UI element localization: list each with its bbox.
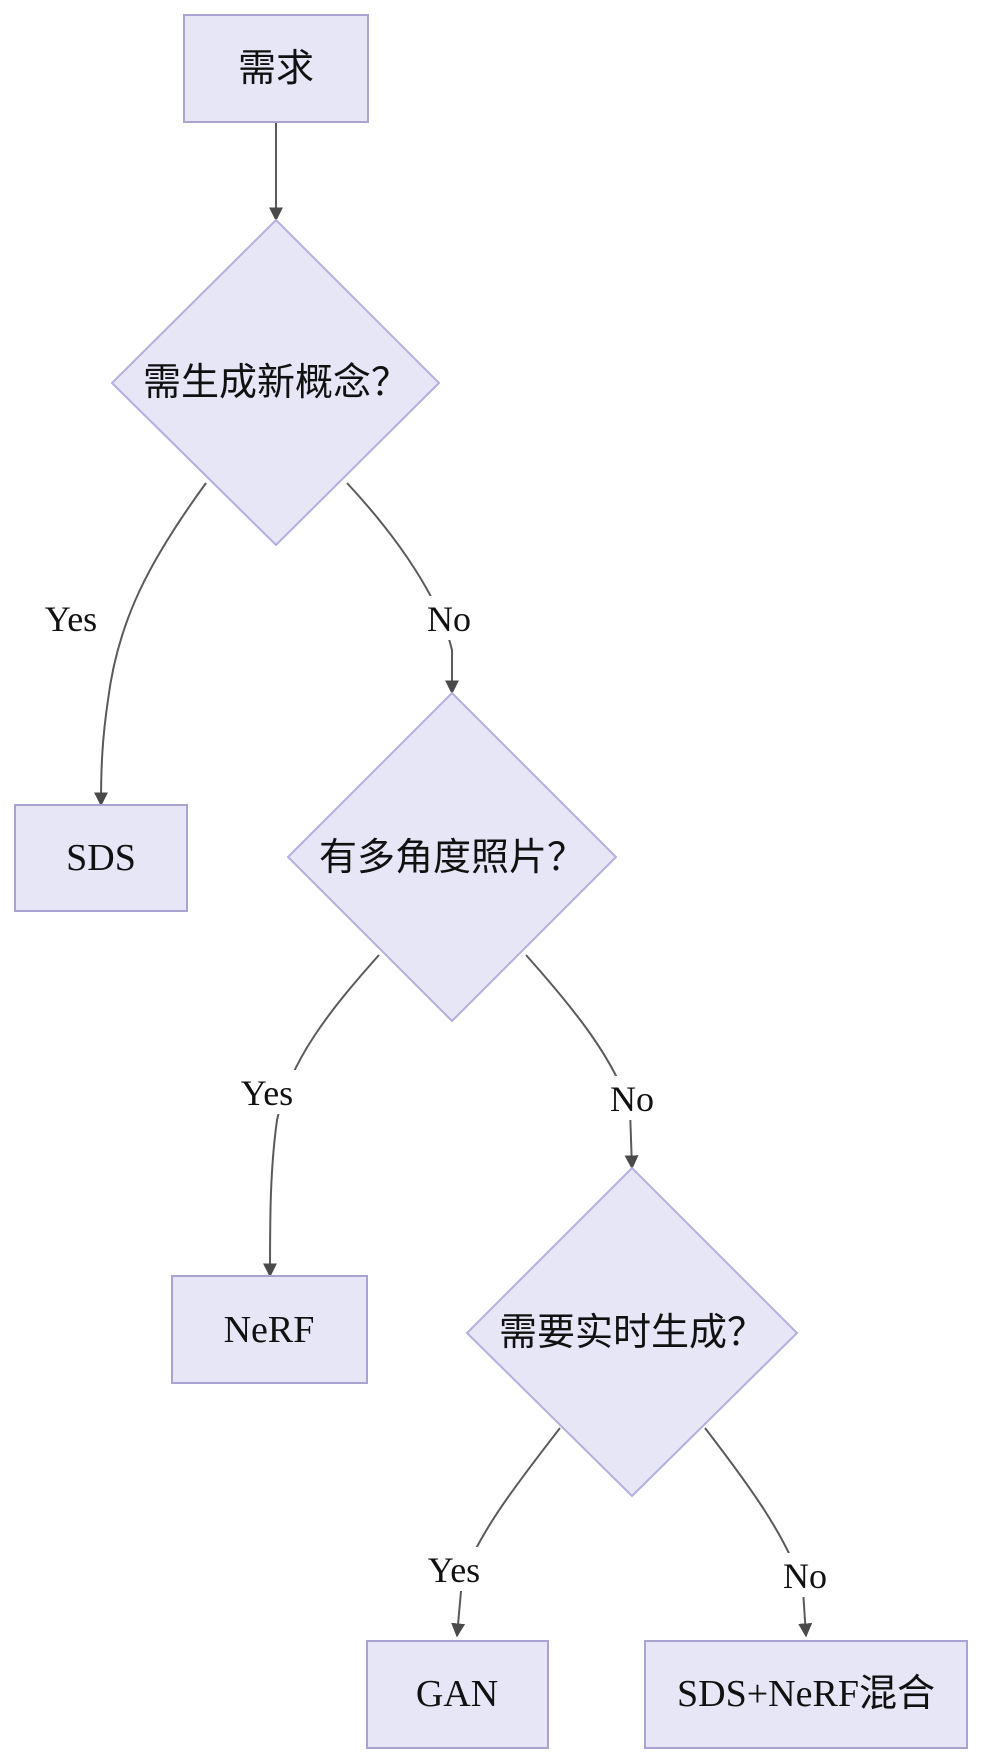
node-decision-new-concept-label: 需生成新概念？	[143, 362, 409, 404]
node-start-label: 需求	[238, 48, 314, 90]
node-start: 需求	[183, 14, 369, 123]
node-gan-label: GAN	[416, 1673, 498, 1715]
node-sds-label: SDS	[66, 837, 136, 879]
edge-label-q3-no: No	[783, 1556, 827, 1596]
node-sds: SDS	[14, 804, 188, 912]
node-nerf-label: NeRF	[224, 1309, 315, 1351]
node-hybrid: SDS+NeRF混合	[644, 1640, 968, 1749]
node-decision-multi-angle: 有多角度照片？	[286, 691, 618, 1023]
edge-label-q1-no: No	[427, 599, 471, 639]
edge-q2-yes-to-nerf	[263, 954, 380, 1278]
edges-layer	[94, 122, 813, 1638]
edge-q3-no-to-hybrid	[704, 1427, 813, 1638]
node-decision-realtime-label: 需要实时生成？	[499, 1312, 765, 1354]
node-decision-realtime: 需要实时生成？	[465, 1166, 799, 1498]
node-decision-new-concept: 需生成新概念？	[110, 218, 441, 547]
node-decision-multi-angle-label: 有多角度照片？	[319, 837, 585, 879]
edge-label-q3-yes: Yes	[428, 1550, 480, 1590]
edge-label-q2-yes: Yes	[241, 1073, 293, 1113]
edge-q1-no-to-q2	[346, 482, 459, 695]
edge-q3-yes-to-gan	[451, 1427, 561, 1638]
edge-label-q2-no: No	[610, 1079, 654, 1119]
node-nerf: NeRF	[171, 1275, 368, 1384]
nodes-layer: 需求 需生成新概念？ SDS 有多角度照片？ NeRF 需要实时生成？	[14, 14, 968, 1749]
edge-label-q1-yes: Yes	[45, 599, 97, 639]
edge-labels-layer: Yes No Yes No Yes No	[38, 596, 834, 1597]
edge-q2-no-to-q3	[525, 954, 639, 1170]
edge-q1-yes-to-sds	[94, 482, 207, 807]
node-hybrid-label: SDS+NeRF混合	[677, 1673, 935, 1715]
node-gan: GAN	[366, 1640, 549, 1749]
